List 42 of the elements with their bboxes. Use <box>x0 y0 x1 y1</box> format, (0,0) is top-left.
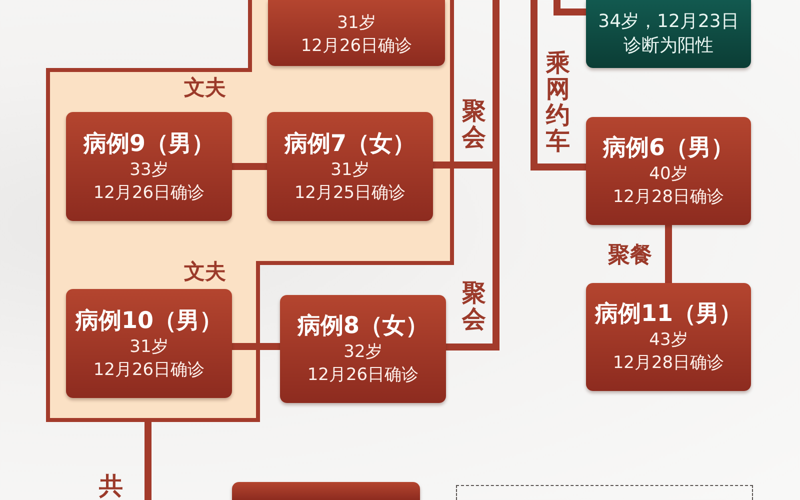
relation-label: 文夫 <box>184 262 226 282</box>
case-box <box>586 283 751 391</box>
relation-label: 文夫 <box>184 78 226 98</box>
case-detail: 12月26日确诊 <box>93 358 205 382</box>
case-detail: 12月26日确诊 <box>300 35 412 58</box>
connector-line <box>232 163 267 170</box>
case-title: 病例7（女） <box>284 130 416 158</box>
edge-label: 聚会 <box>462 281 486 333</box>
case-detail: 12月28日确诊 <box>612 352 724 375</box>
case-box <box>586 117 751 225</box>
case-title: 病例9（男） <box>83 130 214 158</box>
case-detail: 12月26日确诊 <box>93 182 205 204</box>
case-detail: 33岁 <box>130 158 168 182</box>
case-box <box>66 112 232 221</box>
case-detail: 32岁 <box>344 341 382 364</box>
case-title: 病例10（男） <box>75 306 222 336</box>
connector-line <box>144 422 152 500</box>
case-box <box>268 0 445 66</box>
case-box <box>267 112 433 221</box>
case-detail: 40岁 <box>649 163 688 186</box>
positive-case-box <box>586 0 751 68</box>
connector-line <box>665 225 672 283</box>
case-box <box>280 295 446 403</box>
case-detail: 12月28日确诊 <box>612 186 724 209</box>
case-box <box>232 482 420 500</box>
case-detail: 31岁 <box>130 336 168 358</box>
case-detail: 12月25日确诊 <box>294 182 406 204</box>
edge-label: 共 <box>99 474 123 500</box>
case-detail: 31岁 <box>337 12 376 35</box>
case-title: 病例6（男） <box>602 134 734 163</box>
case-detail: 43岁 <box>649 329 688 352</box>
case-detail: 31岁 <box>330 158 370 182</box>
case-detail: 34岁，12月23日诊断为阳性 <box>597 10 740 58</box>
edge-label: 聚餐 <box>608 245 652 267</box>
edge-label: 聚会 <box>462 99 486 151</box>
case-box <box>66 289 232 398</box>
edge-label: 乘网约车 <box>546 51 570 155</box>
case-title: 病例11（男） <box>594 300 742 329</box>
connector-line <box>232 343 280 350</box>
case-detail: 12月26日确诊 <box>307 364 419 387</box>
connector-line <box>530 0 586 170</box>
case-title: 病例8（女） <box>297 312 428 341</box>
